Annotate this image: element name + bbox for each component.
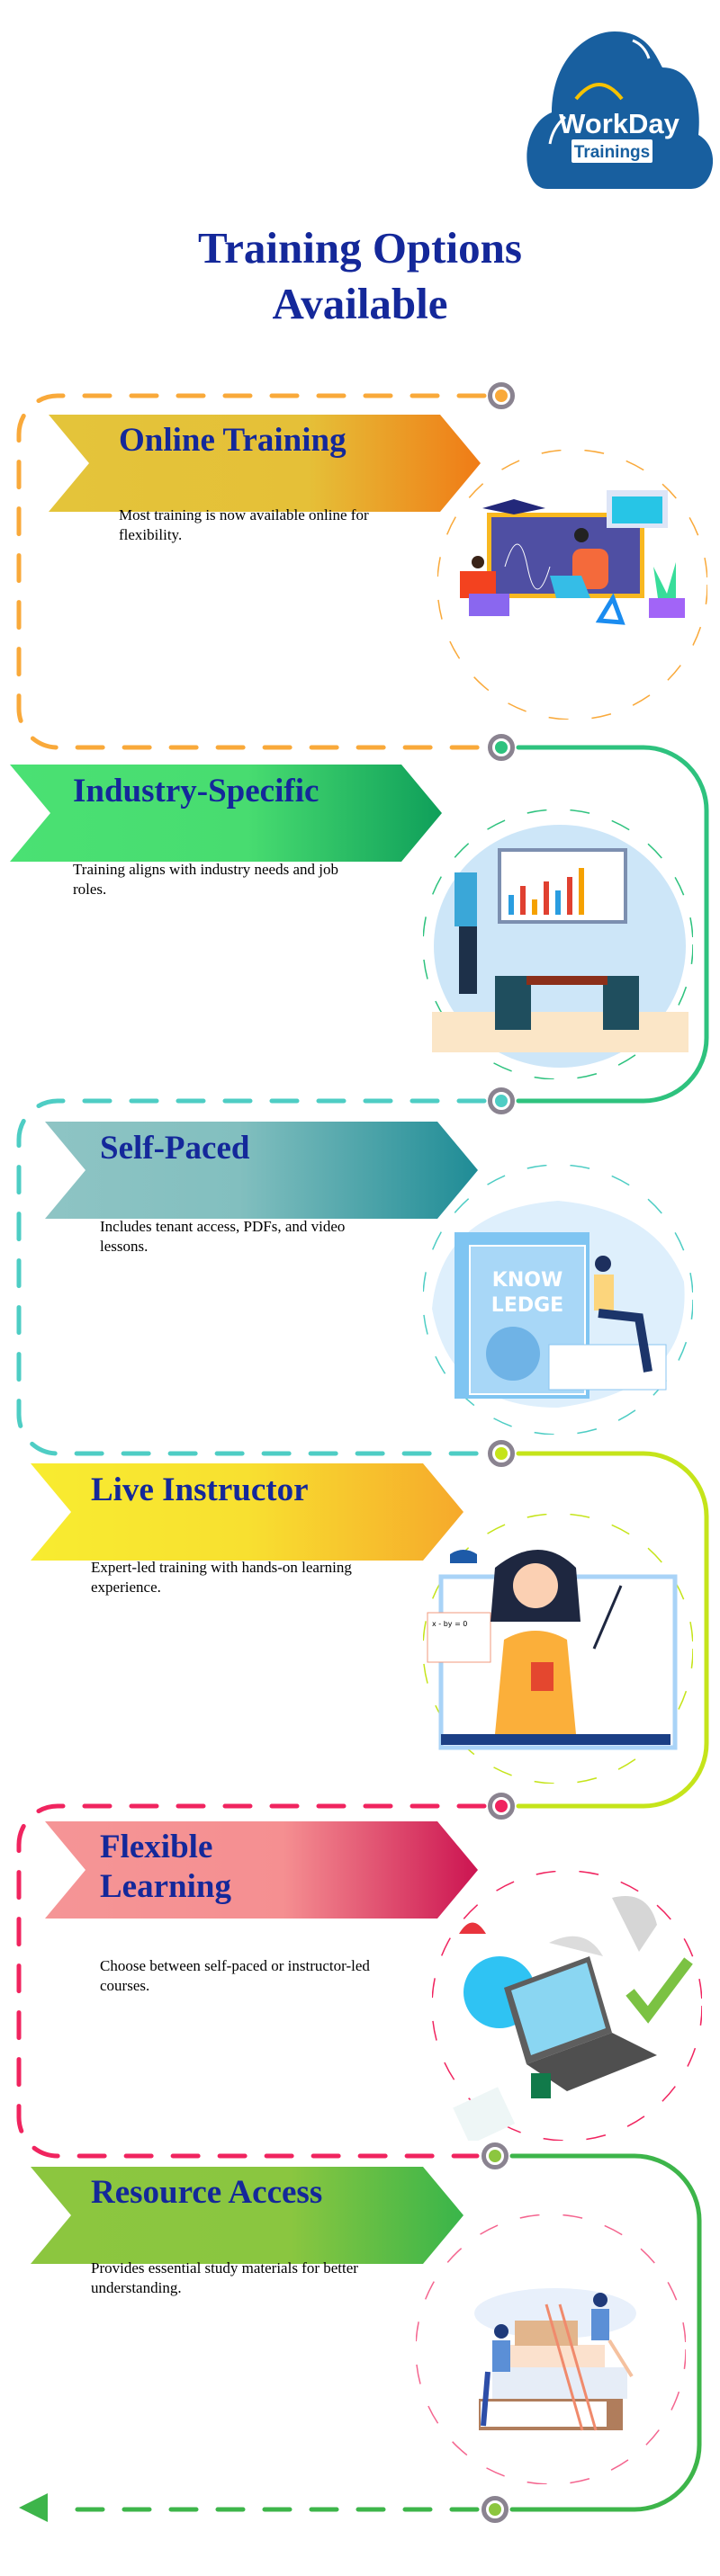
green-solid-connector-2 (509, 2153, 702, 2512)
banner-self-paced (45, 1122, 478, 1219)
orange-dashed-loop (16, 393, 487, 750)
timeline-node-6 (482, 2142, 508, 2169)
logo-sub: Trainings (574, 143, 650, 162)
section-title: Online Training (119, 422, 346, 459)
banner-live-instructor (31, 1463, 464, 1561)
page-title: Training Options Available (0, 220, 720, 332)
timeline-node-2 (488, 734, 515, 761)
section-desc: Choose between self-paced or instructor-… (100, 1957, 370, 1994)
timeline-node-5 (488, 1793, 515, 1820)
section-title: Industry-Specific (73, 773, 320, 809)
timeline-node-4 (488, 1440, 515, 1467)
lime-solid-connector (516, 1451, 709, 1809)
business-presentation-illustration (423, 809, 693, 1079)
section-desc: Most training is now available online fo… (119, 506, 369, 543)
section-title: Self-Paced (100, 1130, 250, 1167)
book-text-know: KNOW (492, 1269, 562, 1292)
section-desc: Training aligns with industry needs and … (73, 861, 338, 898)
workday-trainings-logo: WorkDay Trainings (526, 31, 713, 189)
section-desc: Includes tenant access, PDFs, and video … (100, 1218, 346, 1255)
section-title: Live Instructor (91, 1471, 309, 1508)
board-equation: x - by = 0 (432, 1620, 467, 1628)
section-title-line1: Flexible (100, 1829, 213, 1865)
banner-industry-specific (10, 765, 442, 862)
green-solid-connector (516, 745, 709, 1104)
reading-books-illustration (416, 2214, 686, 2484)
timeline-node-3 (488, 1087, 515, 1114)
teal-dashed-loop (16, 1098, 487, 1456)
section-title: Resource Access (91, 2174, 323, 2211)
page-title-line1: Training Options (198, 223, 522, 273)
arrow-left-icon (19, 2493, 48, 2522)
timeline-node-1 (488, 382, 515, 409)
section-desc: Expert-led training with hands-on learni… (91, 1559, 352, 1596)
laptop-study-illustration (432, 1871, 702, 2141)
knowledge-book-illustration: KNOW LEDGE (423, 1165, 693, 1435)
pink-dashed-loop (16, 1803, 487, 2159)
book-text-ledge: LEDGE (491, 1294, 563, 1317)
video-teacher-illustration: x - by = 0 (423, 1514, 693, 1784)
timeline-node-7 (482, 2496, 508, 2523)
section-desc: Provides essential study materials for b… (91, 2259, 358, 2296)
online-classroom-illustration (437, 450, 707, 720)
banner-flexible-learning (45, 1821, 478, 1919)
page-title-line2: Available (272, 279, 448, 328)
banner-resource-access (31, 2167, 464, 2264)
section-title-line2: Learning (100, 1868, 231, 1905)
section-title: Flexible Learning (100, 1828, 231, 1907)
banner-online-training (49, 415, 481, 512)
logo-brand: WorkDay (559, 108, 680, 139)
